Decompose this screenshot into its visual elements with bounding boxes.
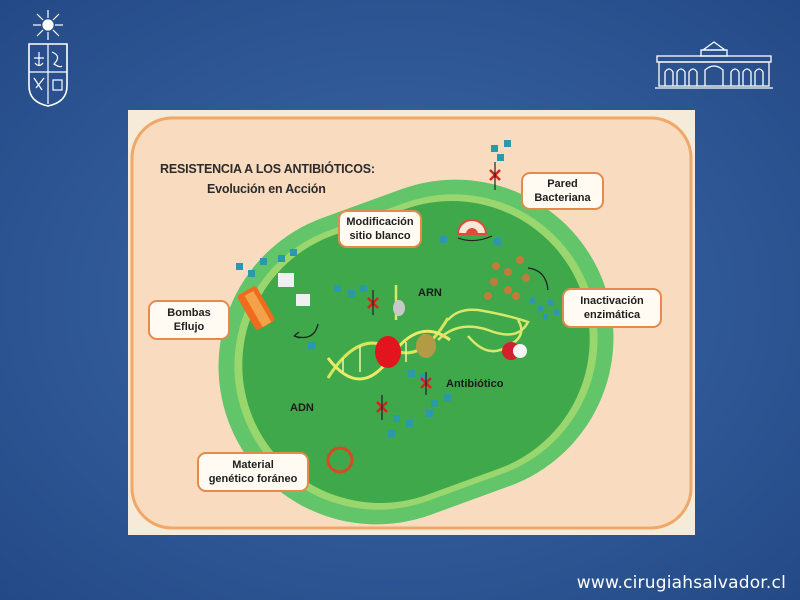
ribosome-grey-icon [393,300,405,316]
antibiotic-resistance-figure [128,110,695,535]
figure-subtitle: Evolución en Acción [207,182,326,196]
figure-title: RESISTENCIA A LOS ANTIBIÓTICOS: [160,162,375,176]
callout-line: Bombas [167,307,211,319]
enzyme-cluster-icon [484,256,549,300]
callout-line: Eflujo [173,321,205,333]
callout-bombas-eflujo: Bombas Eflujo [148,300,230,340]
footer-website-url: www.cirugiahsalvador.cl [576,573,786,593]
ribosome-red-icon [375,336,401,368]
label-arn: ARN [418,287,442,299]
callout-pared-bacteriana: Pared Bacteriana [521,172,604,210]
efflux-pump-icon [237,273,319,339]
callout-line: enzimática [583,309,641,321]
ribosome-target-icon [502,342,527,360]
label-adn: ADN [290,402,314,414]
block-arrows [372,162,496,420]
callout-line: Material [232,459,274,471]
callout-line: Bacteriana [534,192,591,204]
callout-line: Pared [547,178,578,190]
bacterial-cell-diagram [130,116,693,530]
callout-line: sitio blanco [349,230,411,242]
sun-rays-icon [33,10,63,40]
target-site-icon [456,219,493,242]
callout-line: genético foráneo [208,473,298,485]
callout-line: Modificación [346,216,414,228]
antibiotic-molecules [236,140,559,437]
callout-line: Inactivación [580,295,644,307]
callout-modificacion-sitio-blanco: Modificación sitio blanco [338,210,422,248]
building-logo [655,41,773,89]
ribosome-brown-icon [416,334,436,358]
block-x-icons [367,169,501,413]
plasmid-icon [326,446,354,474]
label-antibiotico: Antibiótico [446,378,504,390]
university-crest-logo [28,10,68,107]
callout-material-genetico: Material genético foráneo [197,452,309,492]
callout-inactivacion-enzimatica: Inactivación enzimática [562,288,662,328]
